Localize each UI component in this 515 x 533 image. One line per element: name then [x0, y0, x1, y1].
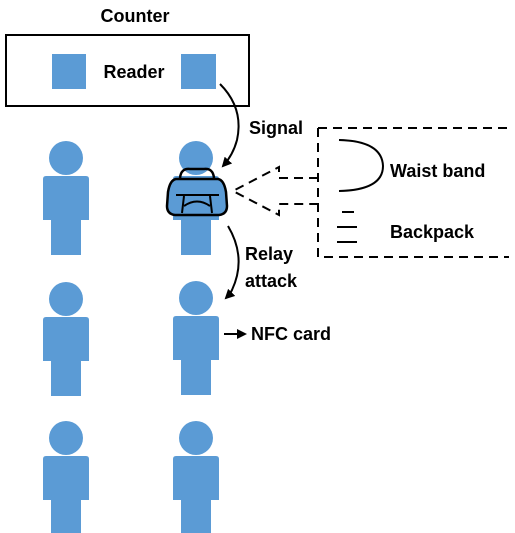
person-icon [43, 421, 89, 533]
victim-person-icon [173, 281, 219, 395]
backpack-label: Backpack [390, 222, 475, 242]
person-icon [173, 421, 219, 533]
reader-pad-left [52, 54, 86, 89]
signal-arrow [219, 83, 240, 168]
waist-band-label: Waist band [390, 161, 485, 181]
person-icon [43, 282, 89, 396]
reader-label: Reader [103, 62, 164, 82]
backpack-icon [337, 211, 357, 243]
relay-label-line2: attack [245, 271, 298, 291]
nfc-card-label: NFC card [251, 324, 331, 344]
counter-label: Counter [101, 6, 170, 26]
device-options-box [317, 127, 509, 258]
person-icon [43, 141, 89, 255]
reader-pad-right [181, 54, 216, 89]
waist-band-icon [338, 139, 385, 192]
hidden-device-arrow [230, 165, 318, 217]
signal-label: Signal [249, 118, 303, 138]
relay-attack-arrow [224, 225, 240, 300]
relay-label-line1: Relay [245, 244, 293, 264]
bag-icon [165, 167, 229, 217]
